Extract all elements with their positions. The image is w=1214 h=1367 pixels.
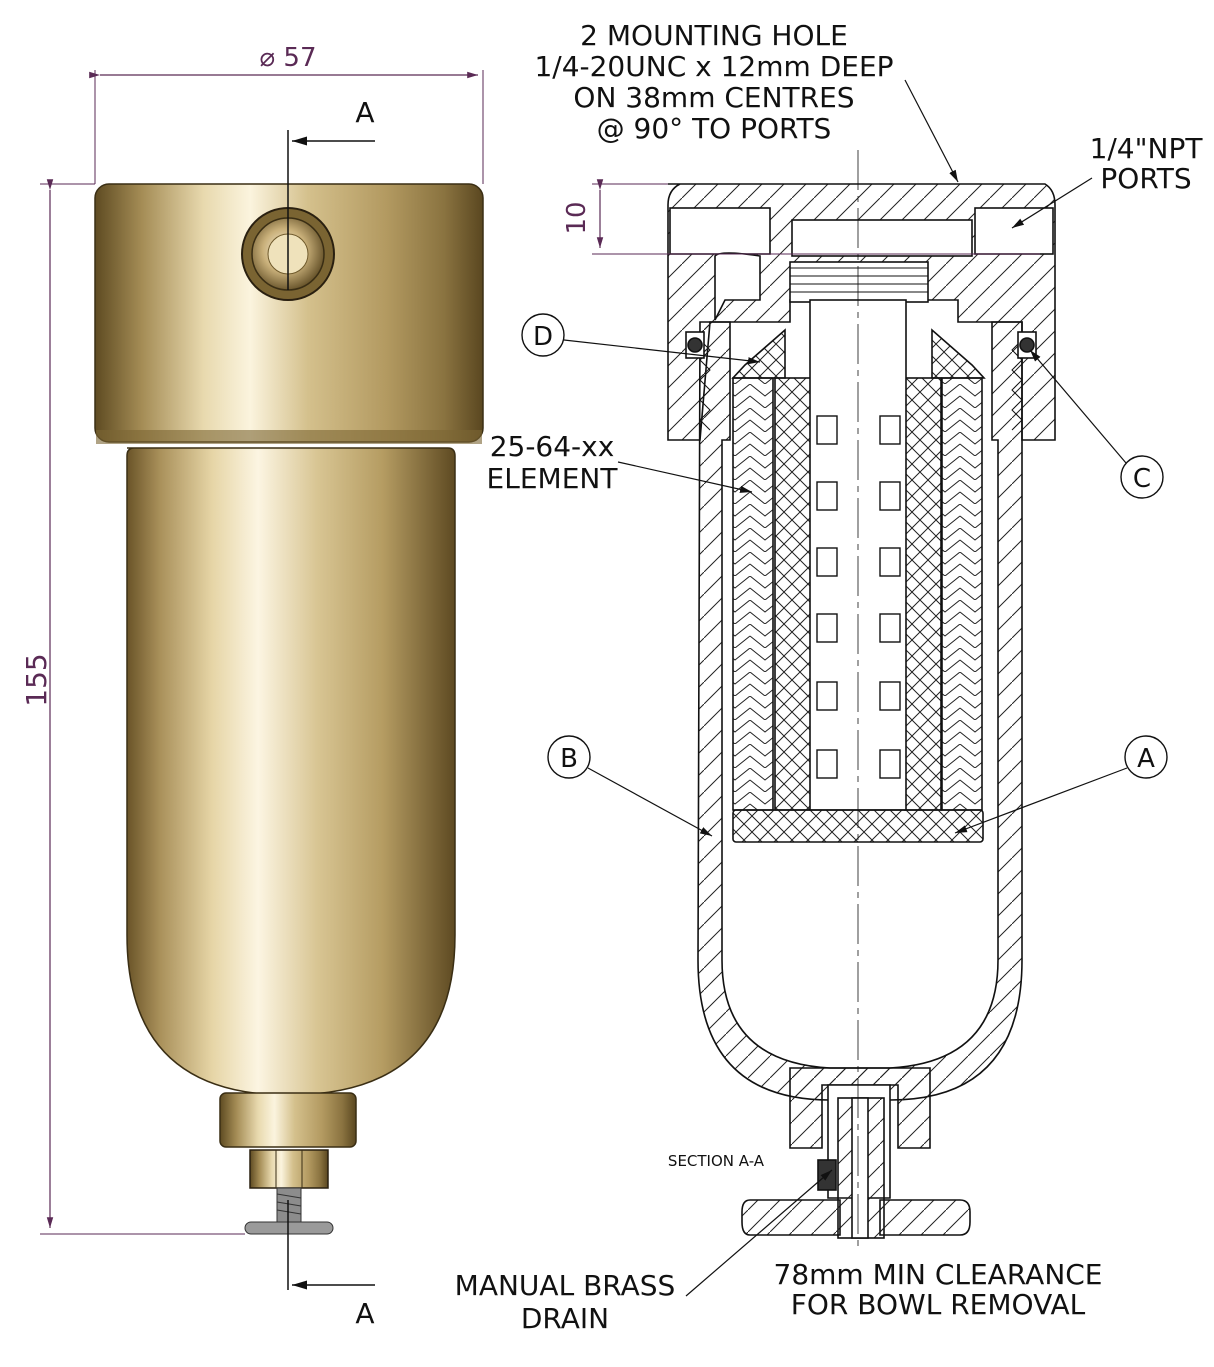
section-bowl <box>697 321 1023 1101</box>
svg-text:78mm MIN CLEARANCE: 78mm MIN CLEARANCE <box>774 1258 1103 1291</box>
svg-text:MANUAL BRASS: MANUAL BRASS <box>455 1269 676 1302</box>
svg-text:1/4-20UNC x 12mm DEEP: 1/4-20UNC x 12mm DEEP <box>534 50 893 83</box>
element-media-right <box>941 377 983 811</box>
port-offset-dimension: 10 <box>562 179 1040 255</box>
balloon-b: B <box>547 735 713 837</box>
svg-text:25-64-xx: 25-64-xx <box>490 430 615 463</box>
section-line: A A <box>287 96 375 1330</box>
drain-callout: MANUAL BRASS DRAIN <box>455 1169 833 1335</box>
height-dimension: 155 <box>20 179 245 1235</box>
diameter-label: ⌀ 57 <box>259 43 316 73</box>
element-media-left <box>732 377 774 811</box>
svg-text:B: B <box>560 744 578 774</box>
svg-text:A: A <box>1137 744 1155 774</box>
section-label: SECTION A-A <box>668 1152 765 1170</box>
svg-text:PORTS: PORTS <box>1100 162 1191 195</box>
core-perforations <box>816 415 901 779</box>
section-view <box>667 183 1056 1239</box>
section-marker-bottom: A <box>355 1297 374 1330</box>
filter-bowl <box>126 447 456 1096</box>
section-drain-boss <box>789 1067 931 1149</box>
ports-callout: 1/4"NPT PORTS <box>1011 132 1204 229</box>
exterior-view <box>94 183 484 1235</box>
balloon-a: A <box>954 735 1168 834</box>
balloon-d: D <box>521 313 761 365</box>
mounting-hole-callout: 2 MOUNTING HOLE 1/4-20UNC x 12mm DEEP ON… <box>534 19 959 183</box>
svg-text:1/4"NPT: 1/4"NPT <box>1090 132 1204 165</box>
element-callout: 25-64-xx ELEMENT <box>487 430 753 495</box>
port-offset-label: 10 <box>562 201 592 234</box>
svg-text:@ 90° TO PORTS: @ 90° TO PORTS <box>597 112 832 145</box>
svg-text:D: D <box>533 322 553 352</box>
svg-text:FOR BOWL REMOVAL: FOR BOWL REMOVAL <box>791 1288 1086 1321</box>
clearance-callout: 78mm MIN CLEARANCE FOR BOWL REMOVAL <box>774 1258 1103 1321</box>
svg-text:ELEMENT: ELEMENT <box>487 462 619 495</box>
svg-text:2 MOUNTING HOLE: 2 MOUNTING HOLE <box>580 19 848 52</box>
diameter-dimension: ⌀ 57 <box>89 43 484 184</box>
drain-nut <box>249 1149 329 1189</box>
drain-boss <box>219 1092 357 1148</box>
balloon-c: C <box>1029 349 1164 499</box>
section-marker-top: A <box>355 96 374 129</box>
height-label: 155 <box>20 653 53 706</box>
svg-text:C: C <box>1133 464 1151 494</box>
svg-text:ON 38mm CENTRES: ON 38mm CENTRES <box>573 81 854 114</box>
svg-text:DRAIN: DRAIN <box>521 1302 609 1335</box>
